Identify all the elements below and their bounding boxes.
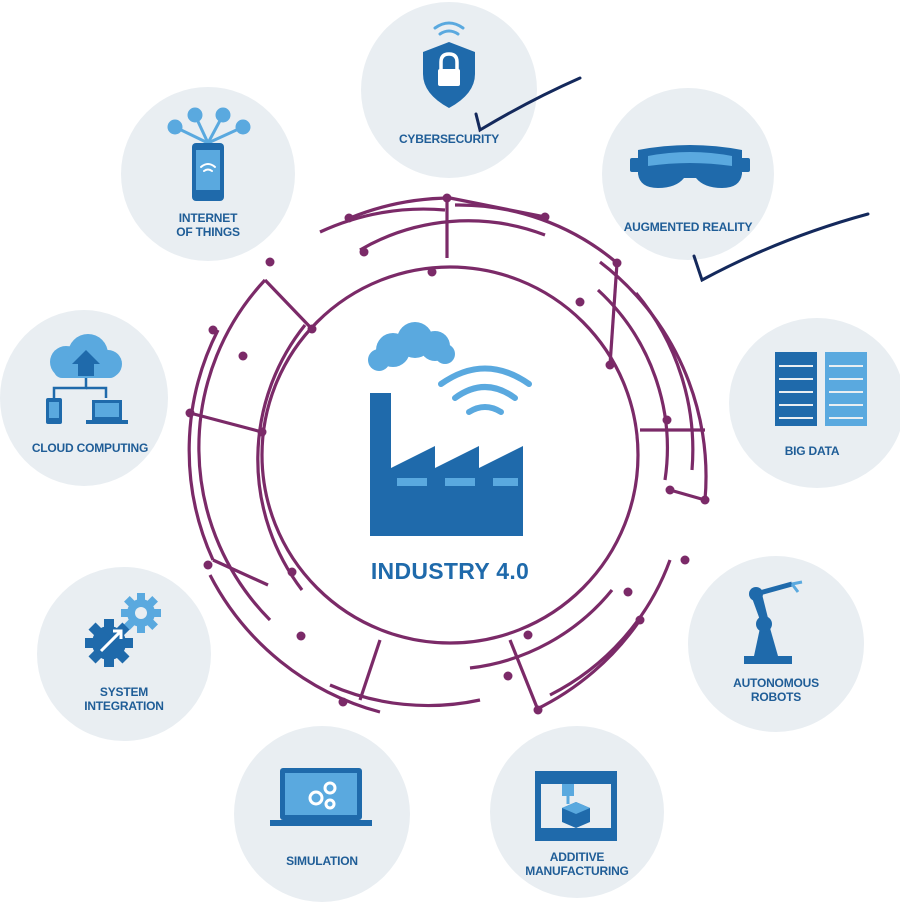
node-simulation: SIMULATION (234, 726, 410, 902)
node-autonomous-robots: AUTONOMOUS ROBOTS (688, 556, 864, 732)
server-rack-icon (775, 352, 867, 426)
shield-lock-icon (423, 21, 475, 108)
node-system-integration: SYSTEM INTEGRATION (37, 567, 211, 741)
label-additive-manufacturing: ADDITIVE MANUFACTURING (525, 850, 629, 878)
node-cloud-computing: CLOUD COMPUTING (0, 310, 168, 486)
robot-arm-icon (744, 580, 803, 664)
vr-headset-icon (630, 145, 750, 188)
gears-icon (85, 593, 161, 667)
checkmark-annotation-1 (474, 76, 582, 133)
laptop-gears-icon (270, 768, 372, 826)
label-internet-of-things: INTERNET OF THINGS (176, 211, 240, 239)
label-system-integration: SYSTEM INTEGRATION (84, 685, 164, 713)
factory-icon (368, 322, 532, 536)
label-cloud-computing: CLOUD COMPUTING (31, 441, 149, 455)
node-big-data: BIG DATA (729, 318, 900, 488)
node-additive-manufacturing: ADDITIVE MANUFACTURING (490, 726, 664, 898)
checkmark-annotation-2 (692, 212, 870, 283)
cloud-computing-icon (46, 334, 128, 424)
label-cybersecurity: CYBERSECURITY (398, 132, 500, 146)
smartphone-network-icon (167, 107, 251, 201)
3d-printer-icon (535, 771, 617, 841)
label-simulation: SIMULATION (286, 854, 358, 868)
center-title: INDUSTRY 4.0 (370, 558, 530, 584)
label-big-data: BIG DATA (784, 444, 840, 458)
label-augmented-reality: AUGMENTED REALITY (623, 220, 753, 234)
node-internet-of-things: INTERNET OF THINGS (121, 87, 295, 261)
label-autonomous-robots: AUTONOMOUS ROBOTS (733, 676, 819, 704)
node-augmented-reality: AUGMENTED REALITY (602, 88, 774, 260)
node-cybersecurity: CYBERSECURITY (361, 2, 537, 178)
